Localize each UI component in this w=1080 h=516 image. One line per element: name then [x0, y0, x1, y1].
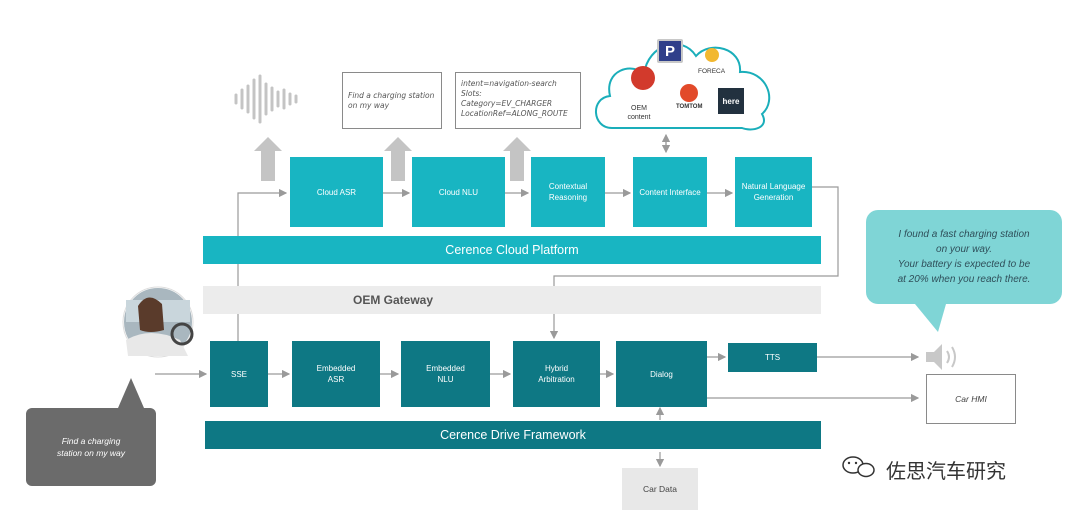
tomtom-logo: TOMTOM: [676, 104, 703, 110]
response-bubble-tail: [915, 304, 946, 332]
sun-cloud-icon: [705, 48, 719, 62]
drive-framework-bar: Cerence Drive Framework: [205, 421, 821, 449]
up-arrow-reasoning: [503, 137, 531, 181]
response-speech-bubble: I found a fast charging station on your …: [866, 210, 1062, 304]
car-hmi-box: Car HMI: [926, 374, 1016, 424]
pin-icon: [680, 84, 698, 102]
content-interface-box: Content Interface: [633, 157, 707, 227]
up-arrow-asr: [254, 137, 282, 181]
user-speech-bubble: Find a charging station on my way: [26, 408, 156, 486]
sse-to-cloud-asr-connector: [237, 188, 288, 343]
oem-gateway-bar: OEM Gateway: [203, 286, 821, 314]
car-data-box: Car Data: [622, 468, 698, 510]
sound-wave-icon: [234, 74, 298, 124]
driver-avatar: [122, 286, 194, 358]
asr-result-note: Find a charging station on my way: [342, 72, 442, 129]
cloud-asr-box: Cloud ASR: [290, 157, 383, 227]
cloud-platform-bar: Cerence Cloud Platform: [203, 236, 821, 264]
hybrid-arbitration-box: Hybrid Arbitration: [513, 341, 600, 407]
nlg-box: Natural Language Generation: [735, 157, 812, 227]
wechat-icon: [842, 456, 875, 478]
foreca-logo: FORECA: [698, 68, 726, 75]
oem-logo: [631, 66, 655, 90]
watermark-text: 佐思汽车研究: [886, 459, 1006, 483]
sse-box: SSE: [210, 341, 268, 407]
nlu-result-note: intent=navigation-search Slots: Category…: [455, 72, 581, 129]
dialog-box: Dialog: [616, 341, 707, 407]
here-logo: here: [718, 88, 744, 114]
contextual-reasoning-box: Contextual Reasoning: [531, 157, 605, 227]
up-arrow-nlu: [384, 137, 412, 181]
embedded-asr-box: Embedded ASR: [292, 341, 380, 407]
cloud-nlu-box: Cloud NLU: [412, 157, 505, 227]
embedded-nlu-box: Embedded NLU: [401, 341, 490, 407]
parking-icon: P: [657, 39, 683, 63]
user-bubble-tail: [118, 378, 144, 408]
tts-box: TTS: [728, 343, 817, 372]
oem-content-label: OEM content: [627, 105, 651, 121]
speaker-icon: [926, 344, 956, 370]
